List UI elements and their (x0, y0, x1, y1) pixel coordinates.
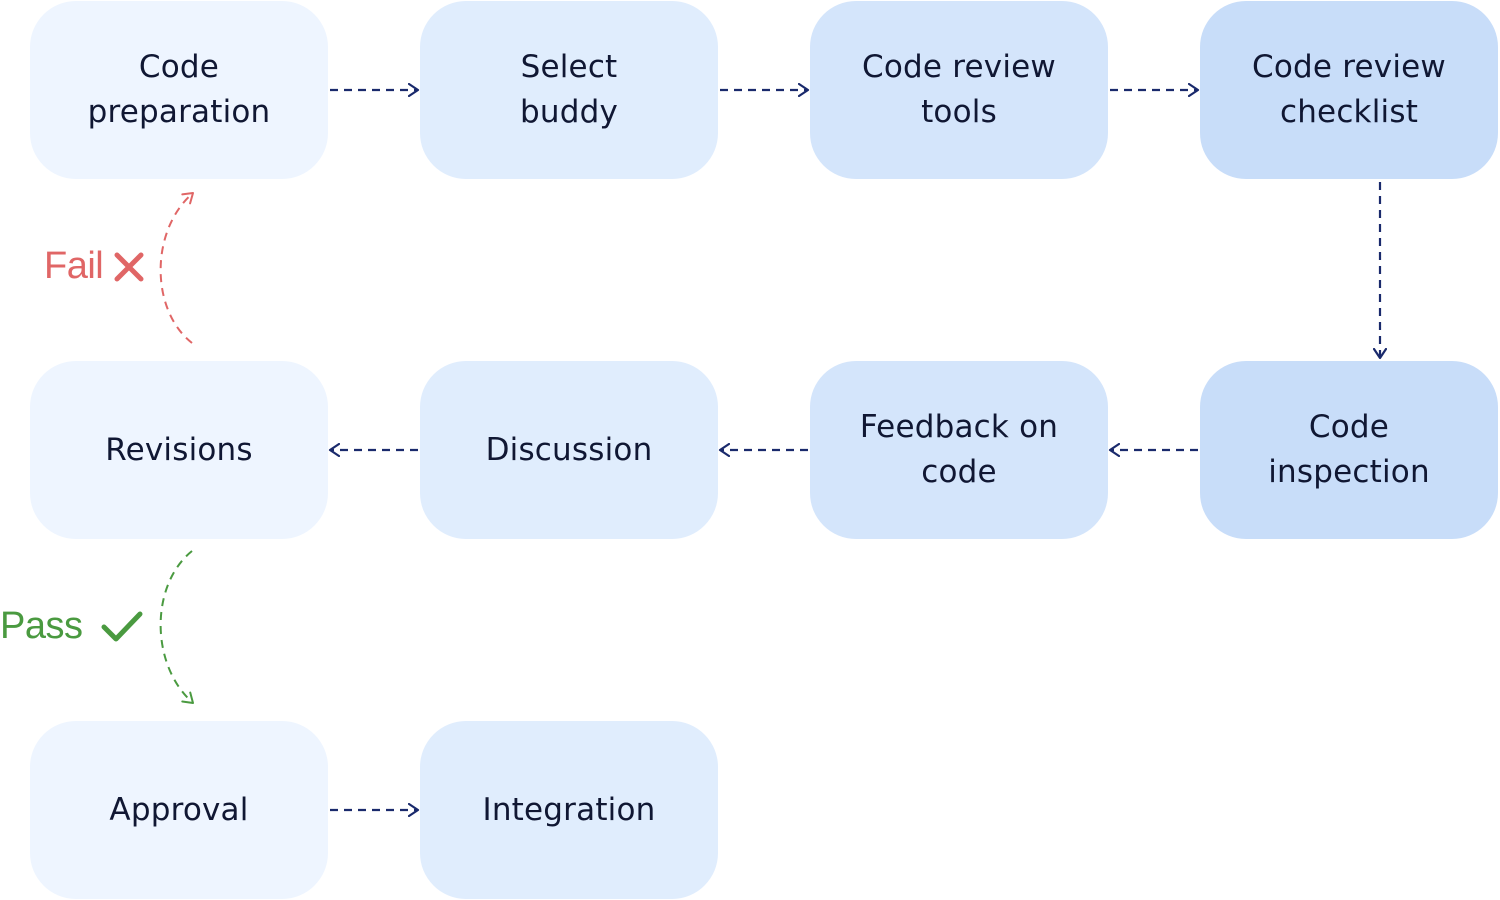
step-code-preparation: Code preparation (30, 1, 328, 179)
pass-label: Pass (0, 605, 83, 647)
step-label: Discussion (485, 431, 653, 468)
step-integration: Integration (420, 721, 718, 899)
step-label: Integration (482, 791, 656, 828)
step-label: Select buddy (519, 49, 619, 130)
step-discussion: Discussion (420, 361, 718, 539)
fail-arrow (159, 192, 194, 344)
step-label: Code review checklist (1252, 49, 1446, 130)
step-label: Code preparation (87, 49, 271, 130)
step-feedback-on-code: Feedback on code (810, 361, 1108, 539)
step-revisions: Revisions (30, 361, 328, 539)
step-label: Approval (109, 791, 249, 828)
step-label: Revisions (105, 431, 253, 468)
checkmark-icon (101, 611, 143, 642)
cross-icon (114, 252, 144, 282)
step-label: Code review tools (862, 49, 1056, 130)
step-code-inspection: Code inspection (1200, 361, 1498, 539)
fail-label: Fail (44, 245, 104, 287)
pass-arrow (159, 550, 194, 704)
step-approval: Approval (30, 721, 328, 899)
step-label: Code inspection (1268, 409, 1430, 490)
step-select-buddy: Select buddy (420, 1, 718, 179)
step-label: Feedback on code (859, 409, 1059, 490)
step-code-review-tools: Code review tools (810, 1, 1108, 179)
step-code-review-checklist: Code review checklist (1200, 1, 1498, 179)
